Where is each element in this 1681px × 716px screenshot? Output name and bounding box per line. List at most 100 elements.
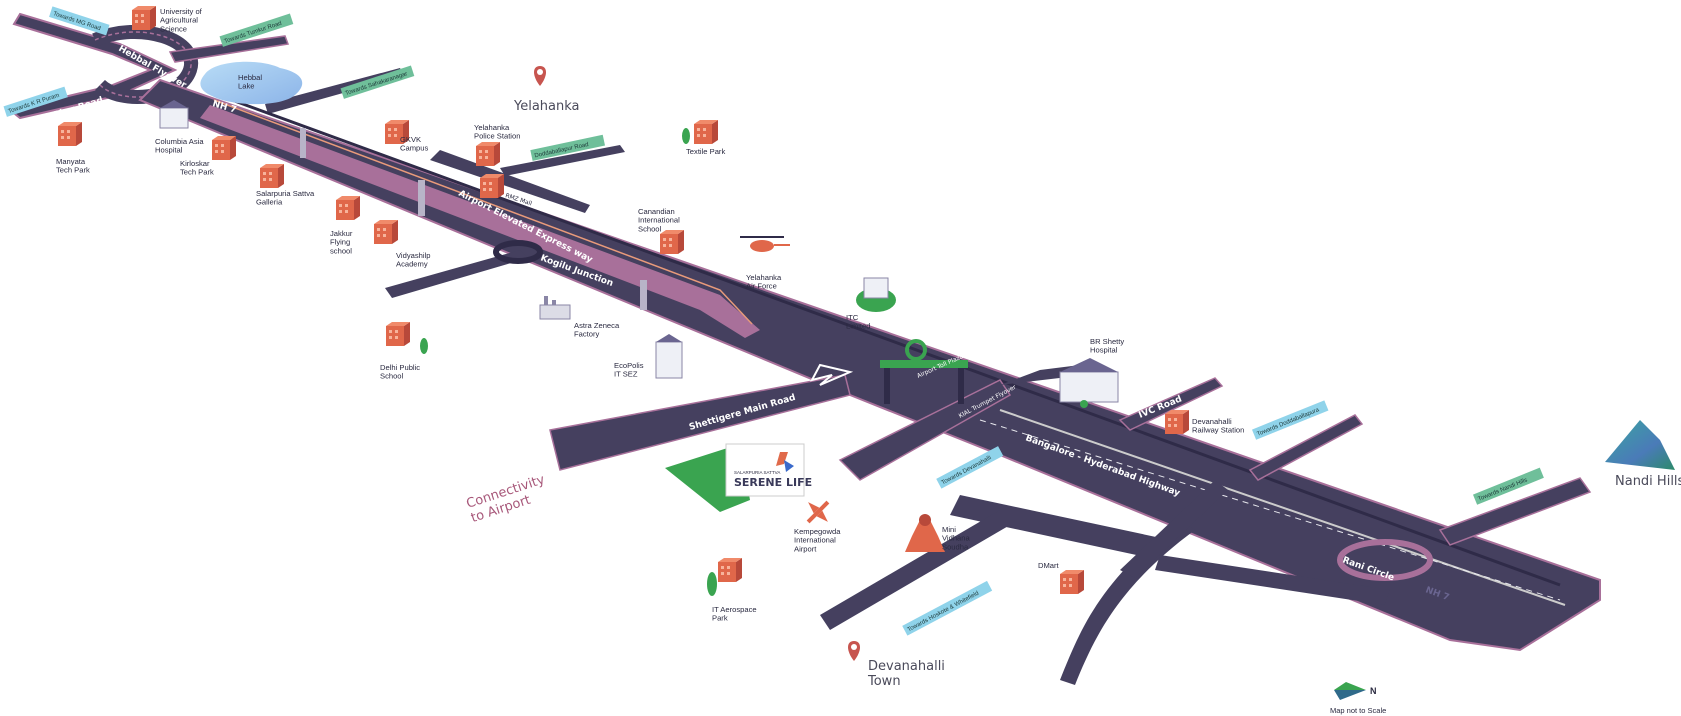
text-line: University of bbox=[160, 7, 203, 16]
text-line: School bbox=[638, 224, 662, 233]
connectivity-line-1: Connectivityto Airport bbox=[465, 472, 552, 526]
text-line: school bbox=[330, 246, 352, 255]
manyata-building-icon bbox=[58, 122, 82, 146]
text-line: Vidhana bbox=[942, 534, 971, 543]
itc-building-icon bbox=[856, 277, 896, 312]
connectivity-label: Connectivityto Airport bbox=[465, 472, 552, 526]
text-line: ITC bbox=[846, 313, 859, 322]
pin-devanahalli bbox=[848, 641, 860, 661]
helicopter-icon bbox=[740, 236, 790, 252]
text-line: Lake bbox=[238, 82, 254, 91]
text-line: IT SEZ bbox=[614, 370, 638, 379]
project-name: SERENE LIFE bbox=[734, 476, 812, 489]
uas-building-icon bbox=[132, 6, 156, 30]
text-line: Tech Park bbox=[56, 166, 90, 175]
text-line: Textile Park bbox=[686, 147, 725, 156]
text-line: Kirloskar bbox=[180, 159, 210, 168]
text-line: Town bbox=[867, 674, 901, 689]
scale-note: Map not to Scale bbox=[1330, 706, 1386, 715]
text-line: Jakkur bbox=[330, 229, 353, 238]
text-line: DMart bbox=[1038, 561, 1060, 570]
dps-building-icon bbox=[386, 322, 410, 346]
text-line: Science bbox=[160, 24, 187, 33]
text-line: Devanahalli bbox=[1192, 417, 1232, 426]
it-aerospace-building-icon bbox=[718, 558, 742, 582]
text-line: Campus bbox=[400, 144, 428, 153]
text-line: Devanahalli bbox=[868, 659, 945, 674]
astra-zeneca-factory-icon bbox=[539, 296, 571, 320]
place-yelahanka: Yelahanka bbox=[513, 99, 580, 114]
kirloskar-building-icon bbox=[212, 136, 236, 160]
text-line: Columbia Asia bbox=[155, 137, 204, 146]
canadian-school-building-icon bbox=[660, 230, 684, 254]
sign-doddaballapura: Towards Doddaballapura bbox=[1256, 407, 1320, 438]
label-textile-park: Textile Park bbox=[686, 147, 725, 156]
text-line: Railway Station bbox=[1192, 426, 1244, 435]
text-line: Kempegowda bbox=[794, 527, 841, 536]
text-line: GKVK bbox=[400, 135, 421, 144]
text-line: Galleria bbox=[256, 198, 283, 207]
nandi-hills-icon bbox=[1605, 420, 1675, 470]
text-line: Salarpuria Sattva bbox=[256, 189, 315, 198]
text-line: Park bbox=[712, 614, 728, 623]
tree-icon bbox=[420, 128, 717, 596]
text-line: Academy bbox=[396, 260, 428, 269]
mini-vidhana-soudha-icon bbox=[905, 514, 945, 552]
text-line: Canandian bbox=[638, 207, 675, 216]
text-line: Limited bbox=[846, 322, 870, 331]
text-line: Police Station bbox=[474, 132, 520, 141]
text-line: Soudha bbox=[942, 542, 969, 551]
rmz-mall-building-icon bbox=[480, 174, 504, 198]
airplane-icon bbox=[806, 500, 830, 524]
text-line: IT Aerospace bbox=[712, 605, 757, 614]
text-line: International bbox=[794, 536, 836, 545]
columbia-asia-building-icon bbox=[159, 100, 189, 129]
text-line: Tech Park bbox=[180, 168, 214, 177]
text-line: Astra Zeneca bbox=[574, 321, 620, 330]
text-line: Air Force bbox=[746, 282, 777, 291]
ecopolis-building-icon bbox=[655, 334, 683, 379]
sign-hoskote: Towards Hoskote & Whitefield bbox=[907, 591, 980, 634]
galleria-building-icon bbox=[260, 164, 284, 188]
text-line: EcoPolis bbox=[614, 361, 644, 370]
text-line: School bbox=[380, 372, 404, 381]
text-line: Yelahanka bbox=[746, 273, 782, 282]
project-serene-life[interactable]: SALARPURIA SATTVA SERENE LIFE bbox=[665, 443, 812, 512]
text-line: Manyata bbox=[56, 157, 86, 166]
pin-yelahanka bbox=[534, 66, 546, 86]
textile-park-building-icon bbox=[694, 120, 718, 144]
text-line: Delhi Public bbox=[380, 363, 420, 372]
sign-devanahalli: Towards Devanahalli bbox=[941, 455, 993, 486]
police-station-icon bbox=[476, 142, 500, 166]
text-line: Hebbal bbox=[238, 73, 262, 82]
text-line: Flying bbox=[330, 238, 350, 247]
north-label: N bbox=[1370, 686, 1377, 696]
text-line: Factory bbox=[574, 330, 600, 339]
road-network bbox=[7, 12, 1601, 685]
dmart-building-icon bbox=[1060, 570, 1084, 594]
project-developer: SALARPURIA SATTVA bbox=[734, 470, 780, 475]
text-line: Vidyashilp bbox=[396, 251, 430, 260]
text-line: Hospital bbox=[1090, 346, 1118, 355]
